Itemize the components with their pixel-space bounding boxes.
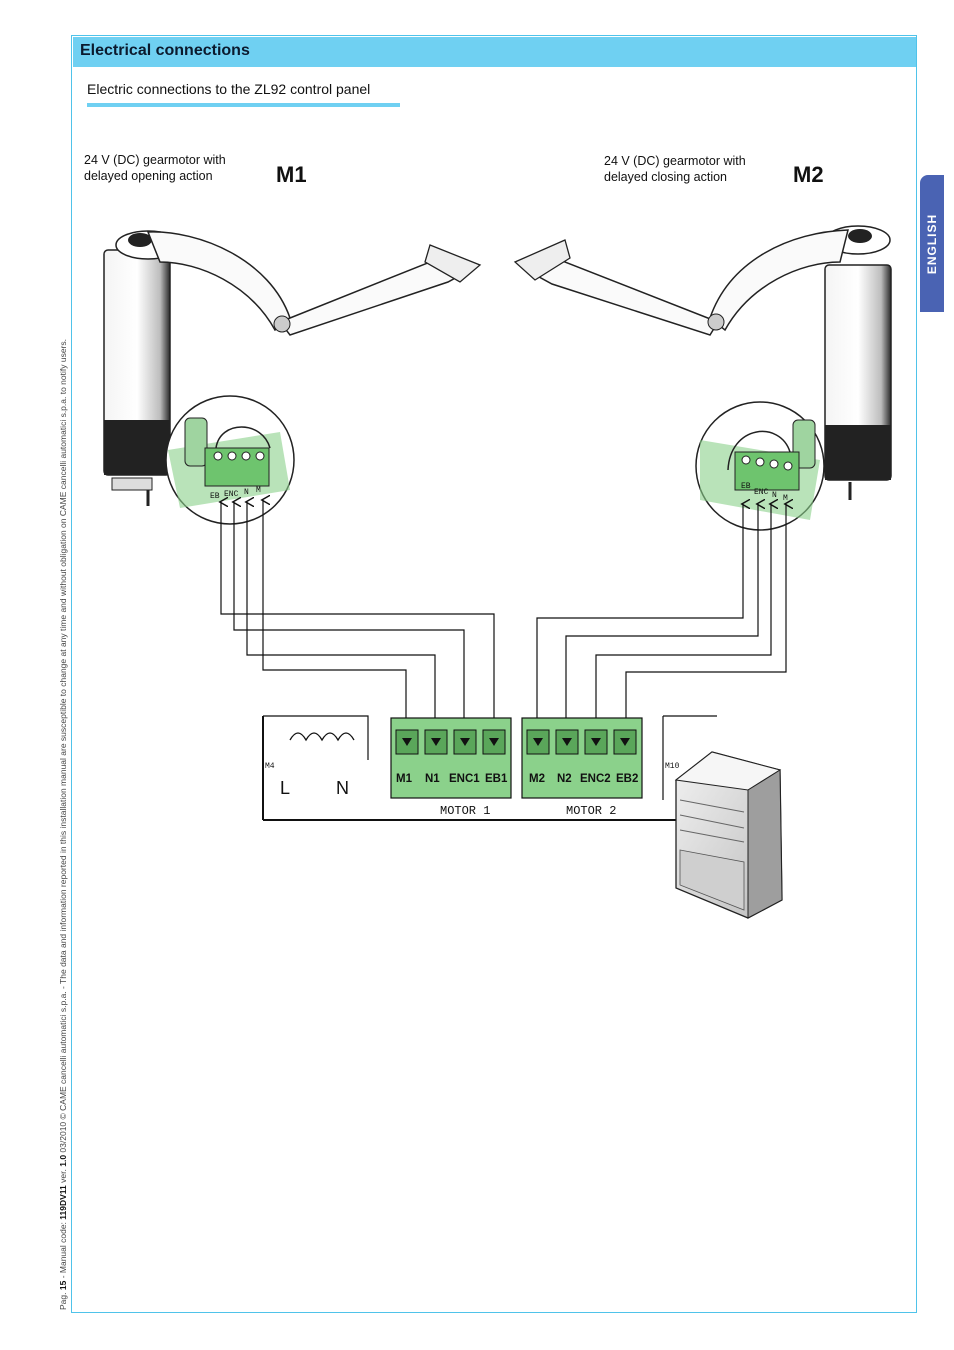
terminal-label-n1: N1 bbox=[425, 773, 440, 785]
footer-page-prefix: Pag. bbox=[58, 1290, 68, 1311]
control-board: M4 L N M10 bbox=[262, 715, 717, 821]
m2-wires bbox=[536, 504, 786, 732]
m2-connector-label-enc: ENC bbox=[754, 488, 769, 497]
m1-connector-label-m: M bbox=[256, 486, 261, 495]
m2-connector-label-n: N bbox=[772, 491, 777, 500]
footer-code-prefix: - Manual code: bbox=[58, 1219, 68, 1281]
section-title: Electrical connections bbox=[80, 42, 250, 59]
language-tab[interactable]: ENGLISH bbox=[920, 175, 944, 312]
footer-ver-prefix: ver. bbox=[58, 1166, 68, 1186]
footer-legal: 03/2010 © CAME cancelli automatici s.p.a… bbox=[58, 338, 68, 1155]
motor2-description: 24 V (DC) gearmotor with delayed closing… bbox=[604, 153, 746, 185]
terminal-label-n2: N2 bbox=[557, 773, 572, 785]
footer-note: Pag. 15 - Manual code: 119DV11 ver. 1.0 … bbox=[58, 230, 68, 1310]
power-label-n: N bbox=[336, 778, 349, 798]
footer-page-number: 15 bbox=[58, 1280, 68, 1291]
motor2-caption: MOTOR 2 bbox=[566, 804, 616, 818]
m2-connector-label-eb: EB bbox=[741, 482, 751, 491]
left-block-id: M4 bbox=[265, 762, 275, 771]
subtitle-underline bbox=[87, 103, 400, 107]
terminal-block-motor2: M2 N2 ENC2 EB2 MOTOR 2 bbox=[521, 717, 643, 818]
gearmotor-m1 bbox=[103, 230, 482, 506]
motor1-caption: MOTOR 1 bbox=[440, 804, 490, 818]
right-block-id: M10 bbox=[665, 762, 680, 771]
gearmotor-m2 bbox=[513, 225, 892, 500]
motor2-desc-line2: delayed closing action bbox=[604, 170, 727, 184]
footer-version: 1.0 bbox=[58, 1154, 68, 1167]
m1-connector-detail: EB ENC N M bbox=[165, 395, 295, 525]
terminal-label-eb1: EB1 bbox=[485, 773, 508, 785]
m2-connector-label-m: M bbox=[783, 494, 788, 503]
m1-connector-label-eb: EB bbox=[210, 492, 220, 501]
m1-connector-label-enc: ENC bbox=[224, 490, 239, 499]
motor2-id: M2 bbox=[793, 162, 824, 187]
motor1-id: M1 bbox=[276, 162, 307, 187]
m2-connector-detail: EB ENC N M bbox=[695, 401, 825, 531]
control-panel-enclosure bbox=[674, 751, 783, 919]
terminal-block-motor1: M1 N1 ENC1 EB1 MOTOR 1 bbox=[390, 717, 512, 818]
motor1-desc-line1: 24 V (DC) gearmotor with bbox=[84, 153, 226, 167]
motor1-description: 24 V (DC) gearmotor with delayed opening… bbox=[84, 152, 226, 184]
footer-manual-code: 119DV11 bbox=[58, 1185, 68, 1220]
terminal-label-enc2: ENC2 bbox=[580, 773, 611, 785]
m1-wires bbox=[221, 500, 495, 732]
terminal-label-eb2: EB2 bbox=[616, 773, 638, 785]
power-label-l: L bbox=[280, 778, 290, 798]
terminal-label-m1: M1 bbox=[396, 773, 413, 785]
subtitle: Electric connections to the ZL92 control… bbox=[87, 81, 371, 97]
motor1-desc-line2: delayed opening action bbox=[84, 169, 213, 183]
m1-connector-label-n: N bbox=[244, 488, 249, 497]
motor2-desc-line1: 24 V (DC) gearmotor with bbox=[604, 154, 746, 168]
page-frame bbox=[71, 35, 917, 1313]
terminal-label-enc1: ENC1 bbox=[449, 773, 480, 785]
section-header: Electrical connections bbox=[73, 37, 916, 67]
terminal-label-m2: M2 bbox=[529, 773, 545, 785]
